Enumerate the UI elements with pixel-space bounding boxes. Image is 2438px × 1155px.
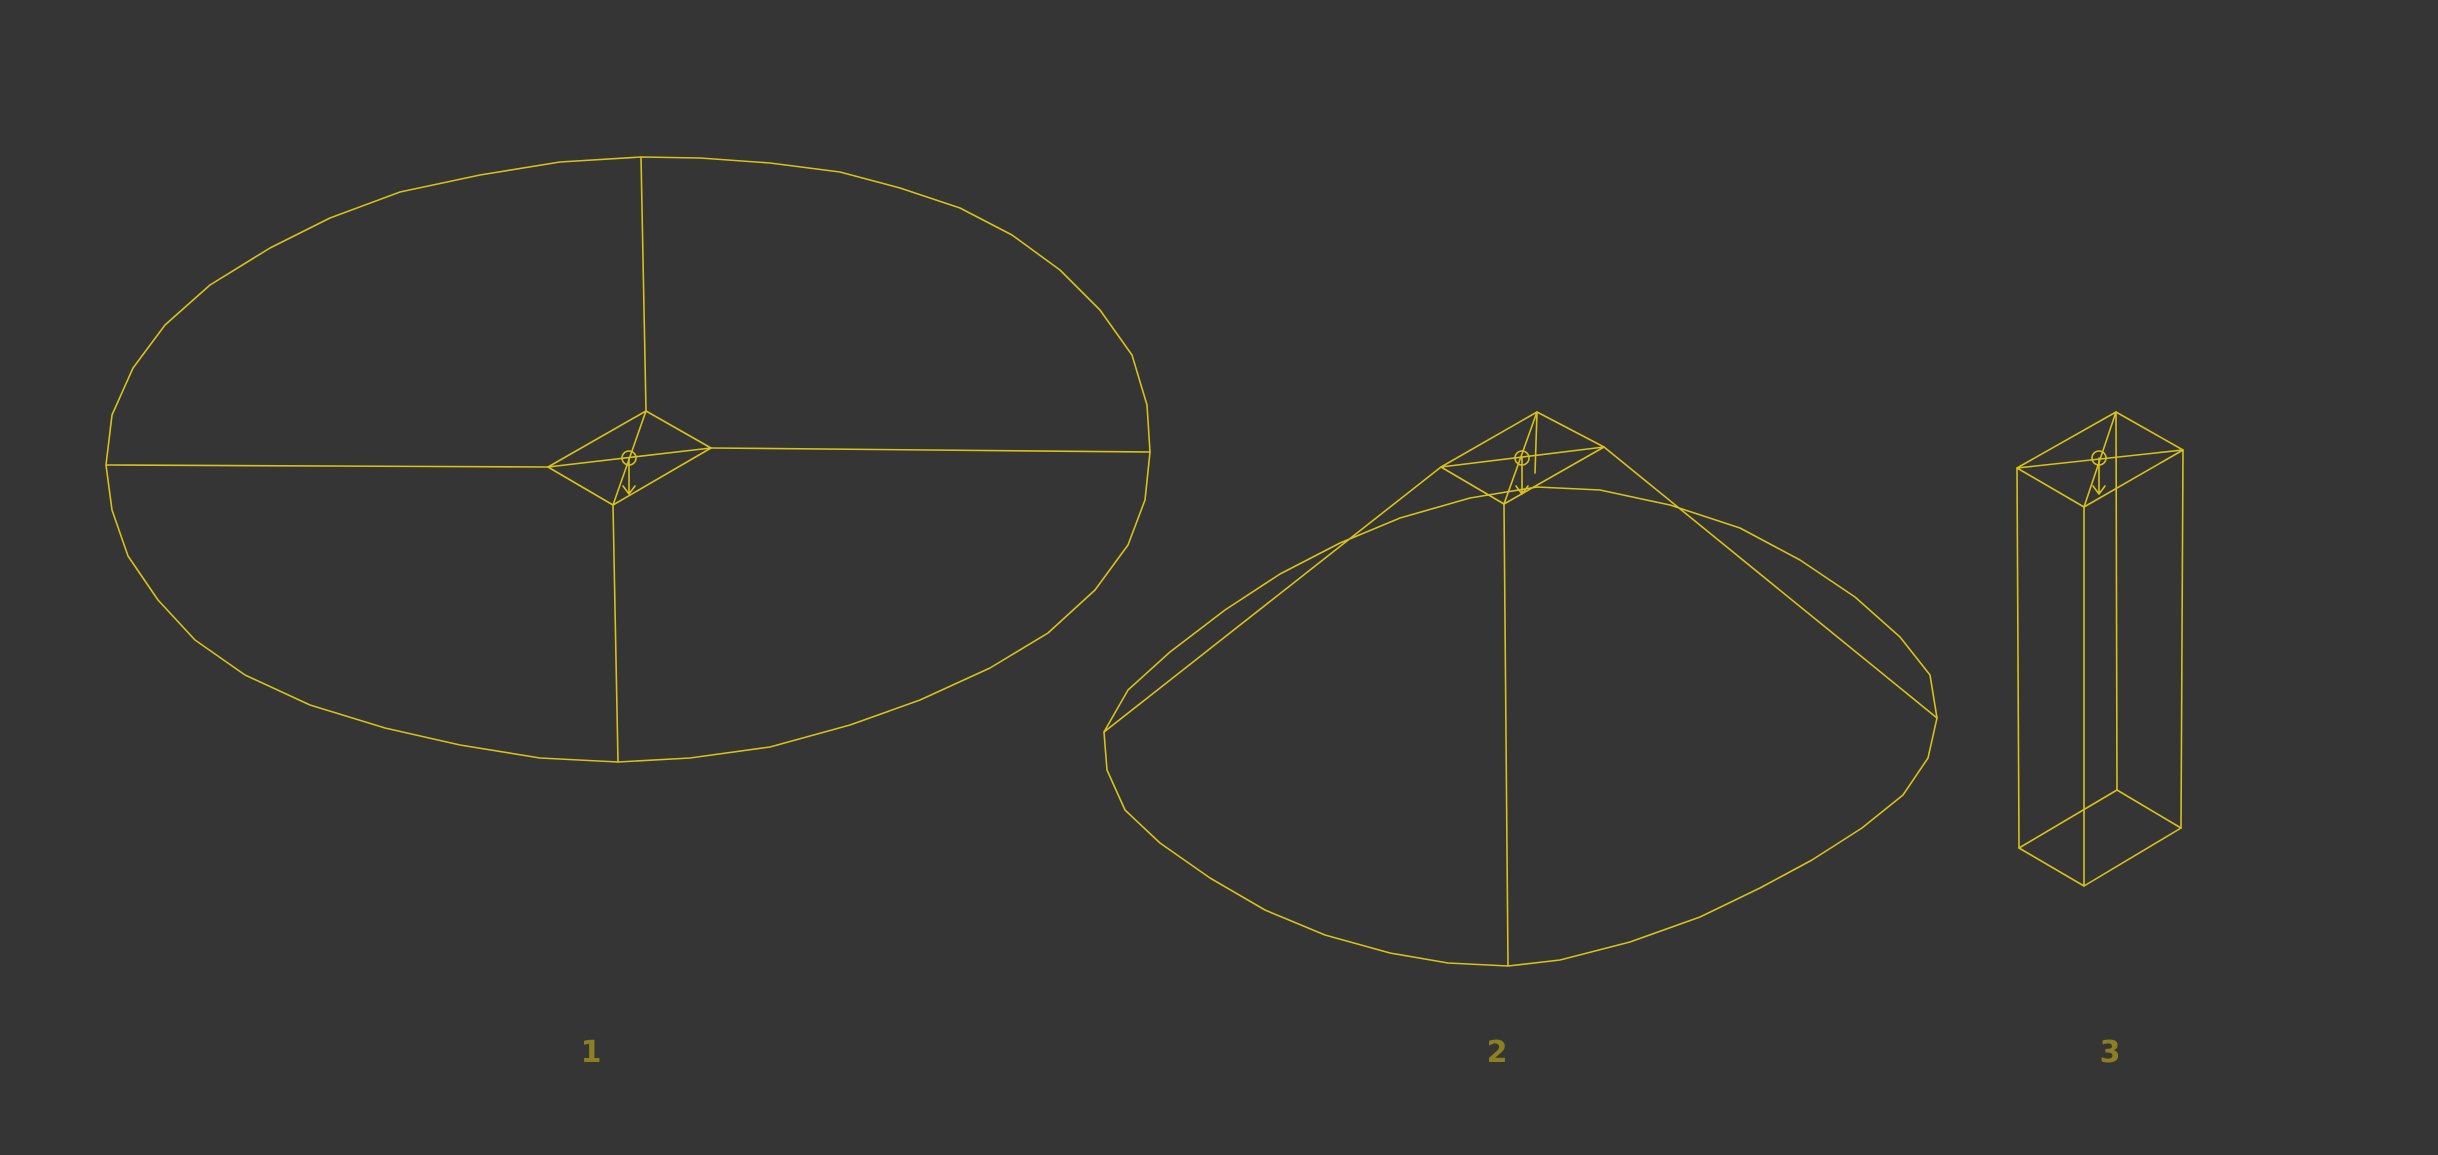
- light-gizmo-icon[interactable]: [547, 410, 712, 506]
- cone-edge-right: [1603, 446, 1938, 719]
- disc-ellipse-outline: [105, 156, 1151, 763]
- box-bottom-face: [2018, 789, 2182, 887]
- box-top-diagonals: [2016, 411, 2184, 508]
- disc-spoke-top: [640, 156, 647, 412]
- box-vertical-edges: [2016, 411, 2184, 887]
- object-1-disc-light[interactable]: [105, 156, 1151, 763]
- disc-spoke-right: [710, 447, 1151, 453]
- cone-base-outline: [1103, 486, 1938, 967]
- cone-edge-front: [1503, 503, 1509, 967]
- object-label-1: 1: [580, 1035, 602, 1070]
- object-2-cone-light[interactable]: [1103, 411, 1938, 967]
- object-3-box-light[interactable]: [2016, 411, 2184, 887]
- light-gizmo-icon[interactable]: [2091, 450, 2107, 495]
- light-gizmo-icon[interactable]: [1440, 411, 1605, 505]
- disc-spoke-left: [105, 464, 549, 468]
- object-label-3: 3: [2099, 1035, 2121, 1070]
- object-label-2: 2: [1486, 1035, 1508, 1070]
- cone-edge-left: [1103, 466, 1442, 733]
- disc-spoke-bottom: [612, 504, 619, 763]
